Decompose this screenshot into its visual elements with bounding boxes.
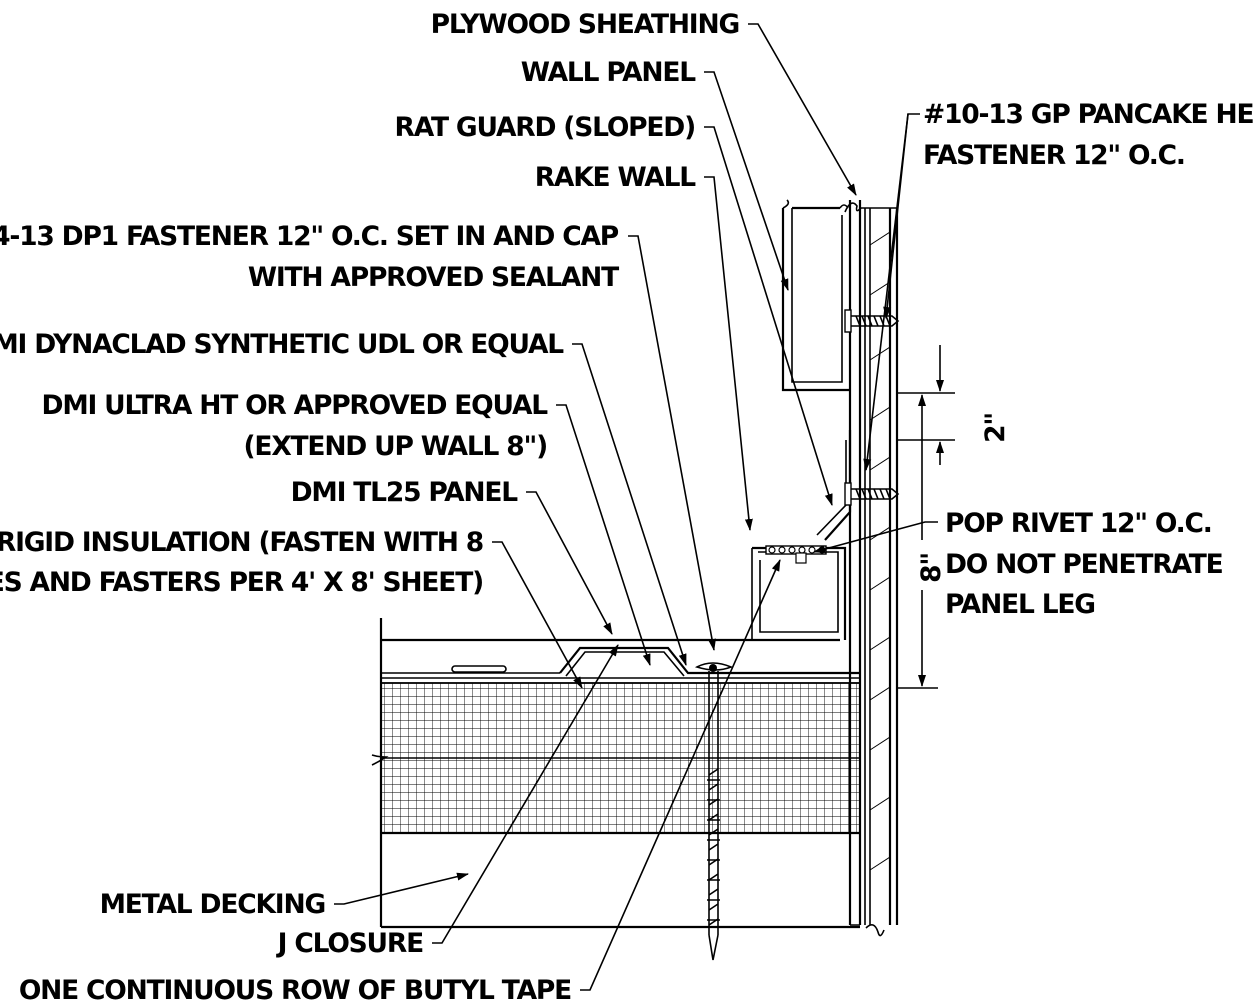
pancake-fastener-upper: [844, 309, 900, 333]
label-pop-rivet-line2: DO NOT PENETRATE: [945, 549, 1223, 580]
callout-labels: PLYWOOD SHEATHING WALL PANEL RAT GUARD (…: [0, 9, 1253, 1006]
insulation-breakline: [371, 754, 389, 766]
label-ultra-ht-line2: (EXTEND UP WALL 8"): [244, 431, 548, 462]
wall-panel: [781, 199, 850, 392]
label-plywood-sheathing: PLYWOOD SHEATHING: [431, 9, 739, 40]
label-butyl-tape: ONE CONTINUOUS ROW OF BUTYL TAPE: [19, 975, 571, 1006]
label-j-closure: J CLOSURE: [276, 928, 423, 959]
butyl-tape-bead: [709, 664, 717, 672]
label-rigid-insulation-line2: PLATES AND FASTERS PER 4' X 8' SHEET): [0, 567, 483, 598]
label-dp1-fastener-line2: WITH APPROVED SEALANT: [248, 262, 619, 293]
metal-decking: [379, 618, 860, 929]
label-metal-decking: METAL DECKING: [100, 889, 325, 920]
pop-rivet-row: [765, 545, 827, 564]
leader-lines: [334, 23, 938, 991]
dimension-8-inch: 8": [916, 553, 947, 583]
label-dynaclad-udl: DMI DYNACLAD SYNTHETIC UDL OR EQUAL: [0, 329, 564, 360]
structure: [371, 199, 900, 961]
label-pop-rivet-line1: POP RIVET 12" O.C.: [945, 508, 1212, 539]
dimension-2-inch: 2": [980, 413, 1011, 443]
dimension-lines: [898, 345, 955, 689]
label-pop-rivet-line3: PANEL LEG: [945, 589, 1095, 620]
label-dp1-fastener-line1: #14-13 DP1 FASTENER 12" O.C. SET IN AND …: [0, 221, 619, 252]
label-wall-panel: WALL PANEL: [521, 57, 697, 88]
dp1-fastener: [694, 662, 734, 961]
label-rake-wall: RAKE WALL: [535, 162, 697, 193]
label-rigid-insulation-line1: RIGID INSULATION (FASTEN WITH 8: [0, 527, 483, 558]
label-ultra-ht-line1: DMI ULTRA HT OR APPROVED EQUAL: [42, 390, 549, 421]
label-rat-guard: RAT GUARD (SLOPED): [395, 112, 695, 143]
pancake-fastener-lower: [844, 482, 900, 506]
label-pancake-fastener-line2: FASTENER 12" O.C.: [923, 140, 1185, 171]
label-tl25-panel: DMI TL25 PANEL: [291, 477, 519, 508]
plywood-hatch: [869, 231, 891, 871]
label-pancake-fastener-line1: #10-13 GP PANCAKE HEAD: [923, 99, 1253, 130]
base-flashing: [751, 430, 852, 640]
roof-panel-layers: [381, 638, 860, 684]
